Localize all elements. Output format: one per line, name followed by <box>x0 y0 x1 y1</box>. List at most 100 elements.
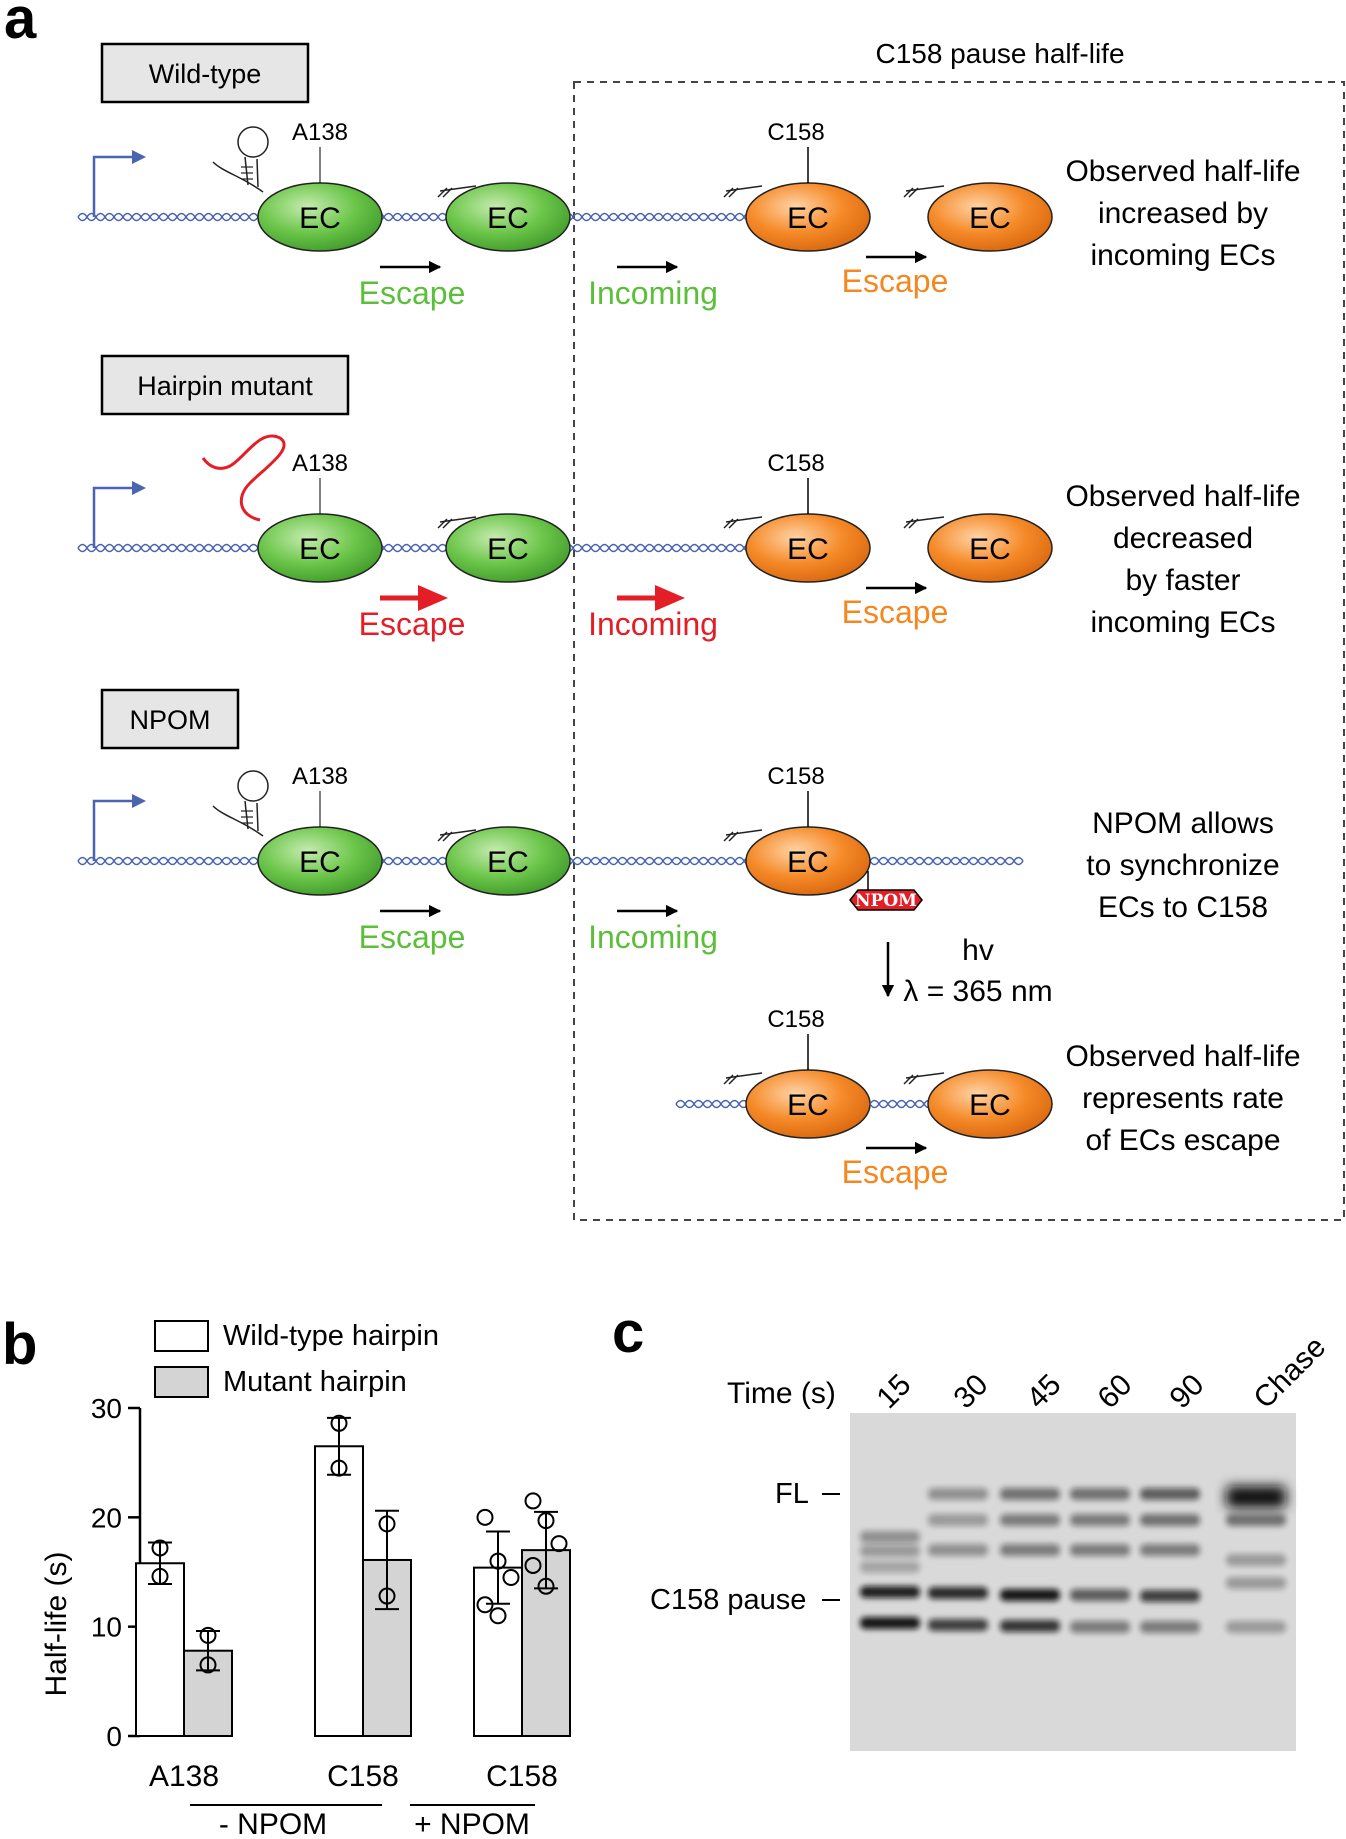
bar <box>314 1445 364 1738</box>
gel-band <box>1070 1589 1130 1601</box>
promoter-arrow <box>92 486 134 548</box>
category-label: A138 <box>149 1760 219 1793</box>
data-point <box>330 1459 348 1477</box>
escape-label-right: Escape <box>842 594 949 630</box>
note-line: Observed half-life <box>1065 155 1300 188</box>
lane-label: 45 <box>1021 1368 1068 1415</box>
note-line: NPOM allows <box>1092 807 1274 840</box>
site-label: C158 <box>767 1006 824 1033</box>
panel-b: b Wild-type hairpin Mutant hairpin Half-… <box>2 1312 571 1839</box>
gel-band <box>1226 1621 1286 1633</box>
dna-strand <box>869 1102 934 1109</box>
rna-tail <box>905 1072 945 1079</box>
gel-band <box>860 1586 920 1598</box>
lane-label: Chase <box>1248 1330 1333 1415</box>
rna-tail <box>439 829 477 836</box>
gel-bands <box>860 1486 1286 1633</box>
elongation-complex <box>927 1069 1053 1139</box>
note-line: of ECs escape <box>1085 1124 1280 1157</box>
rna-break <box>903 1074 914 1085</box>
ec-label: EC <box>787 202 829 235</box>
elongation-complex <box>927 513 1053 583</box>
rna-tail <box>905 185 945 192</box>
incoming-label: Incoming <box>588 919 718 955</box>
ec-label: EC <box>299 846 341 879</box>
gel-band <box>1140 1590 1200 1602</box>
ec-label: EC <box>487 202 529 235</box>
gel-band <box>1000 1488 1060 1500</box>
panel-a-letter: a <box>4 0 37 51</box>
rna-break <box>728 187 739 198</box>
dna-strand <box>77 215 754 222</box>
escape-label-left: Escape <box>359 275 466 311</box>
data-point <box>489 1607 507 1625</box>
site-label-right: C158 <box>767 763 824 790</box>
gel-band <box>928 1619 988 1631</box>
ec-label: EC <box>969 202 1011 235</box>
ec-label: EC <box>787 533 829 566</box>
gel-band <box>1000 1589 1060 1601</box>
note-line: represents rate <box>1082 1082 1284 1115</box>
rna-strand <box>212 161 264 193</box>
gel-band <box>1070 1621 1130 1633</box>
legend-label-wild-type: Wild-type hairpin <box>223 1320 439 1352</box>
rna-break <box>437 187 448 198</box>
rna-break <box>728 518 739 529</box>
lane-label: 15 <box>871 1368 918 1415</box>
gel-band <box>860 1531 920 1543</box>
data-point <box>151 1539 169 1557</box>
hairpin-stem <box>244 156 259 188</box>
gel-band <box>860 1617 920 1629</box>
note-line: Observed half-life <box>1065 480 1300 513</box>
rna-break <box>723 831 734 842</box>
rna-break <box>728 831 739 842</box>
data-point <box>502 1568 520 1586</box>
data-point <box>537 1512 555 1530</box>
rna-tail <box>439 516 477 523</box>
dna-strand <box>77 212 754 219</box>
ec-label: EC <box>969 1089 1011 1122</box>
gel-band <box>1070 1544 1130 1556</box>
rna-break <box>908 1074 919 1085</box>
ec-label: EC <box>787 1089 829 1122</box>
incoming-label: Incoming <box>588 275 718 311</box>
site-label-left: A138 <box>292 763 348 790</box>
panel-a: a C158 pause half-life <box>4 0 1345 1221</box>
gel-band <box>928 1587 988 1599</box>
site-label-left: A138 <box>292 450 348 477</box>
rna-tail <box>725 185 763 192</box>
light-wavelength: λ = 365 nm <box>903 975 1052 1008</box>
note-line: decreased <box>1113 522 1253 555</box>
y-tick-label: 20 <box>91 1502 122 1533</box>
category-label: C158 <box>486 1760 558 1793</box>
data-point <box>476 1508 494 1526</box>
data-point <box>476 1596 494 1614</box>
incoming-label: Incoming <box>588 606 718 642</box>
promoter-arrow <box>92 799 134 861</box>
data-point <box>537 1577 555 1595</box>
gel-band <box>1070 1514 1130 1526</box>
note-line: Observed half-life <box>1065 1040 1300 1073</box>
rna-break <box>442 831 453 842</box>
y-tick-label: 10 <box>91 1612 122 1643</box>
time-label: Time (s) <box>727 1377 836 1410</box>
condition-box <box>100 354 350 416</box>
bar <box>135 1562 185 1737</box>
note-line: to synchronize <box>1086 849 1279 882</box>
legend-swatch-mutant <box>154 1366 209 1398</box>
rna-tail <box>725 829 763 836</box>
bar <box>362 1558 412 1738</box>
promoter-arrow <box>92 155 134 217</box>
escape-label-right: Escape <box>842 263 949 299</box>
data-point <box>524 1492 542 1510</box>
gel-band <box>1140 1488 1200 1500</box>
data-point <box>330 1414 348 1432</box>
